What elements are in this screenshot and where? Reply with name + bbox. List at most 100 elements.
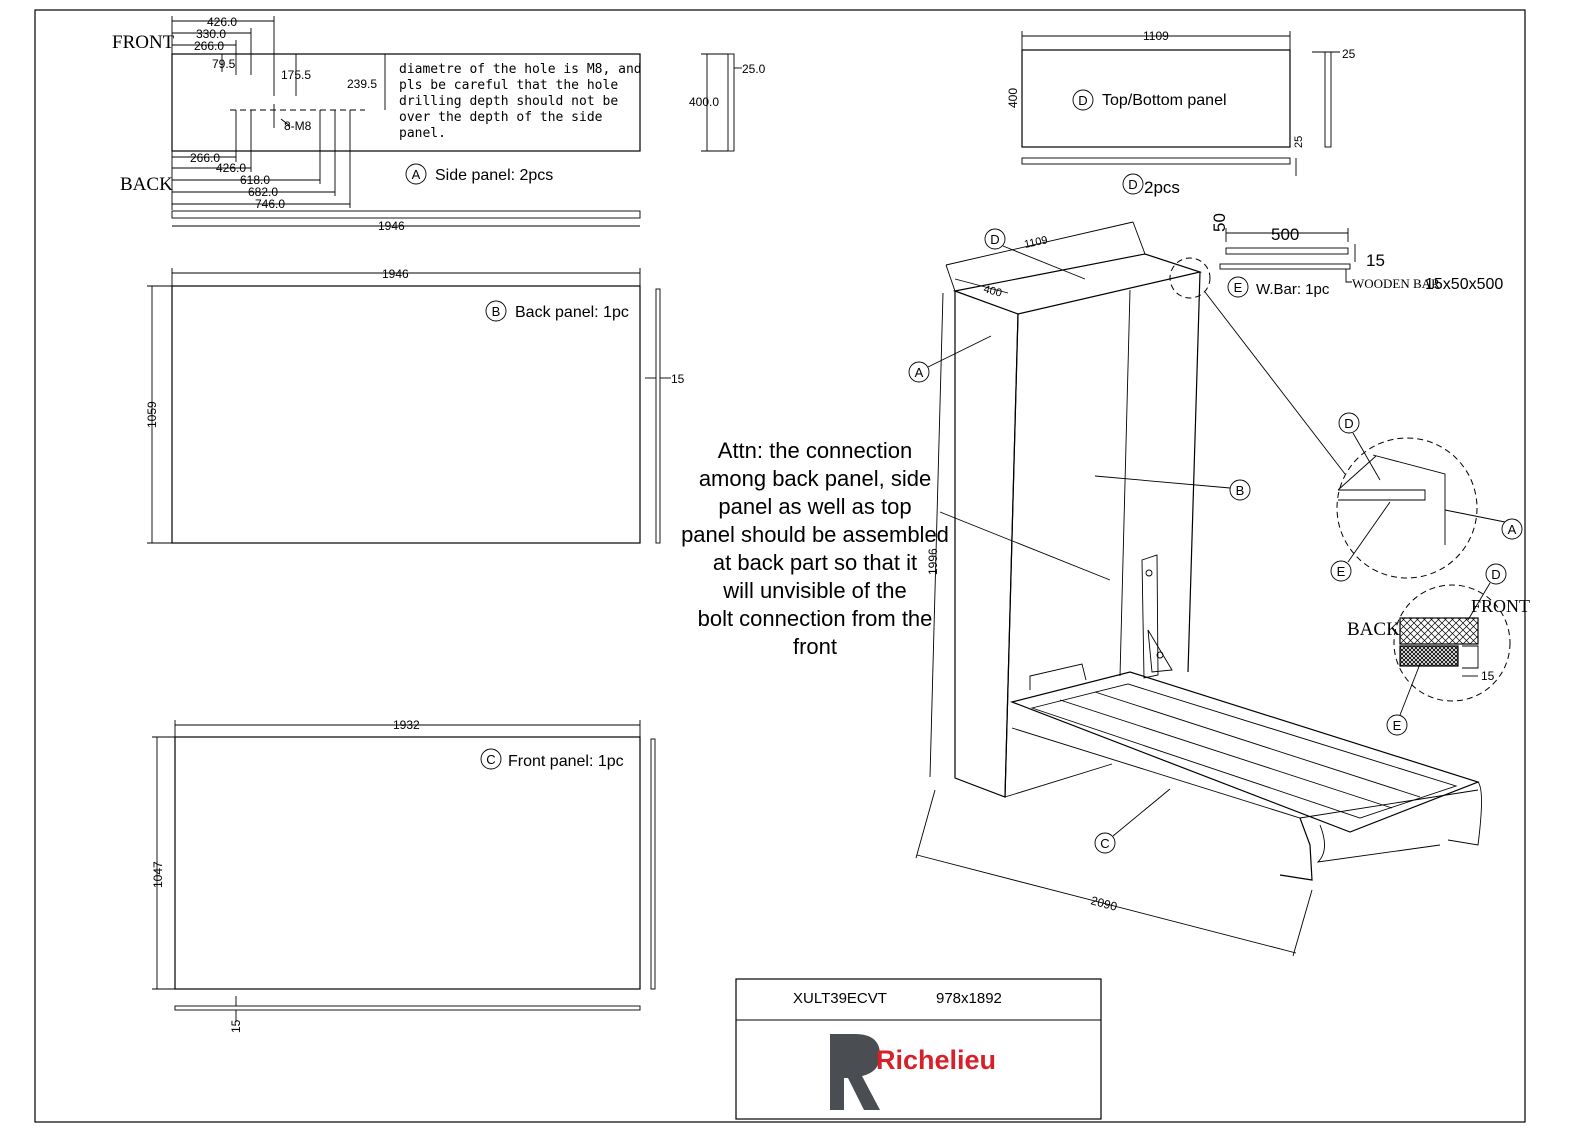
attention-line-4: panel should be assembled — [681, 522, 949, 547]
dim-back-266: 266.0 — [190, 151, 220, 165]
section-bar-layer — [1399, 645, 1459, 667]
marker-b-icon — [485, 300, 507, 322]
assembly-marker-c: C — [1100, 836, 1109, 851]
marker-c-assembly-icon — [1094, 832, 1116, 854]
attention-line-7: bolt connection from the — [698, 606, 933, 631]
hole-note-line-1: diametre of the hole is M8, and — [399, 62, 642, 77]
marker-d-assembly-icon — [984, 228, 1006, 250]
detail-marker-d-icon — [1338, 412, 1360, 434]
detail-circle — [1336, 437, 1478, 579]
back-width: 1946 — [382, 267, 409, 281]
side-front-label: FRONT — [112, 32, 175, 53]
wbar-height: 50 — [1210, 213, 1229, 232]
front-width: 1932 — [393, 718, 420, 732]
top-width: 1109 — [1143, 29, 1169, 43]
front-thickness: 15 — [229, 1019, 243, 1033]
attention-line-6: will unvisible of the — [722, 578, 906, 603]
assembly-marker-b: B — [1236, 483, 1245, 498]
back-thickness: 15 — [671, 372, 685, 386]
wbar-thickness: 15 — [1366, 251, 1385, 270]
side-length: 1946 — [378, 219, 405, 233]
assembly-length: 2090 — [1089, 893, 1119, 914]
back-marker: B — [492, 304, 501, 319]
dim-front-175: 175.5 — [281, 68, 311, 82]
marker-e-icon — [1227, 276, 1249, 298]
dim-back-746: 746.0 — [255, 197, 285, 211]
corner-callout — [1169, 257, 1211, 299]
dim-front-239: 239.5 — [347, 77, 377, 91]
side-panel-drawing: FRONT BACK 426.0 330.0 266.0 79.5 175.5 … — [112, 15, 766, 233]
top-qty: 2pcs — [1144, 178, 1180, 197]
wbar-label-a: WOODEN BAR — [1352, 276, 1440, 291]
marker-c-icon — [480, 748, 502, 770]
wbar-length: 500 — [1271, 225, 1299, 244]
detail-marker-e-icon — [1330, 560, 1352, 582]
detail-marker-d: D — [1344, 416, 1353, 431]
model-size: 978x1892 — [936, 990, 1002, 1007]
back-height: 1059 — [145, 401, 159, 428]
back-caption: Back panel: 1pc — [515, 304, 629, 321]
section-top-layer — [1399, 617, 1479, 645]
marker-a-icon — [405, 163, 427, 185]
dim-front-266: 266.0 — [194, 39, 224, 53]
dim-back-682: 682.0 — [248, 185, 278, 199]
detail-marker-e: E — [1337, 564, 1346, 579]
top-caption: Top/Bottom panel — [1102, 92, 1227, 109]
front-marker: C — [486, 752, 495, 767]
title-block-frame — [735, 978, 1102, 1120]
dim-back-618: 618.0 — [240, 173, 270, 187]
section-marker-d-icon — [1485, 563, 1507, 585]
sheet-border — [34, 9, 1526, 1123]
dim-front-79: 79.5 — [212, 57, 236, 71]
back-panel-rect — [171, 285, 641, 544]
assembly-marker-d: D — [990, 232, 999, 247]
title-block: XULT39ECVT 978x1892 Richelieu — [735, 978, 1102, 1120]
wbar-marker: E — [1234, 280, 1243, 295]
dim-front-330: 330.0 — [196, 27, 226, 41]
side-back-label: BACK — [120, 174, 173, 195]
section-circle — [1393, 584, 1511, 702]
wbar-caption: W.Bar: 1pc — [1256, 281, 1330, 298]
assembly-marker-a: A — [915, 365, 924, 380]
top-panel-rect — [1021, 49, 1291, 148]
back-panel-drawing: 1946 1059 B Back panel: 1pc 15 — [145, 267, 685, 544]
side-thickness: 25.0 — [742, 62, 766, 76]
marker-a-assembly-icon — [908, 361, 930, 383]
richelieu-logo-icon — [830, 1034, 880, 1110]
assembly-height: 1996 — [926, 548, 940, 575]
wbar-label-b: 15x50x500 — [1425, 276, 1503, 293]
attention-line-5: at back part so that it — [713, 550, 917, 575]
detail-marker-a: A — [1508, 522, 1517, 537]
attention-line-8: front — [793, 634, 837, 659]
front-panel-drawing: 1932 1047 C Front panel: 1pc 15 — [151, 718, 656, 1033]
side-depth: 400.0 — [689, 95, 719, 109]
hole-note-line-2: pls be careful that the hole — [399, 78, 618, 93]
corner-detail: D E A — [1330, 412, 1523, 582]
cabinet-side — [954, 291, 1019, 798]
section-marker-d: D — [1491, 567, 1500, 582]
section-front-label: FRONT — [1471, 596, 1530, 616]
hole-note-line-4: over the depth of the side — [399, 110, 603, 125]
side-caption: Side panel: 2pcs — [435, 167, 553, 184]
dim-back-426: 426.0 — [216, 161, 246, 175]
wbar-drawing: 500 50 15 E W.Bar: 1pc WOODEN BAR 15x50x… — [1210, 213, 1503, 298]
dim-front-426: 426.0 — [207, 15, 237, 29]
assembly-drawing: 1109 400 1996 2090 D A B C Attn: the con… — [681, 221, 1482, 957]
top-height: 400 — [1006, 88, 1020, 108]
section-detail: 15 BACK FRONT D E — [1347, 563, 1530, 736]
attention-line-2: among back panel, side — [699, 466, 931, 491]
attention-line-1: Attn: the connection — [718, 438, 912, 463]
cabinet-top — [952, 253, 1203, 315]
assembly-d-depth: 400 — [982, 283, 1003, 299]
detail-marker-a-icon — [1501, 518, 1523, 540]
bed-frame — [1010, 671, 1480, 833]
bed-leg — [1279, 817, 1313, 881]
top-thickness-a: 25 — [1342, 47, 1356, 61]
section-dim: 15 — [1481, 669, 1495, 683]
marker-b-assembly-icon — [1229, 479, 1251, 501]
front-height: 1047 — [151, 861, 165, 888]
front-caption: Front panel: 1pc — [508, 753, 624, 770]
top-qty-marker: D — [1128, 177, 1137, 192]
model-number: XULT39ECVT — [793, 990, 887, 1007]
